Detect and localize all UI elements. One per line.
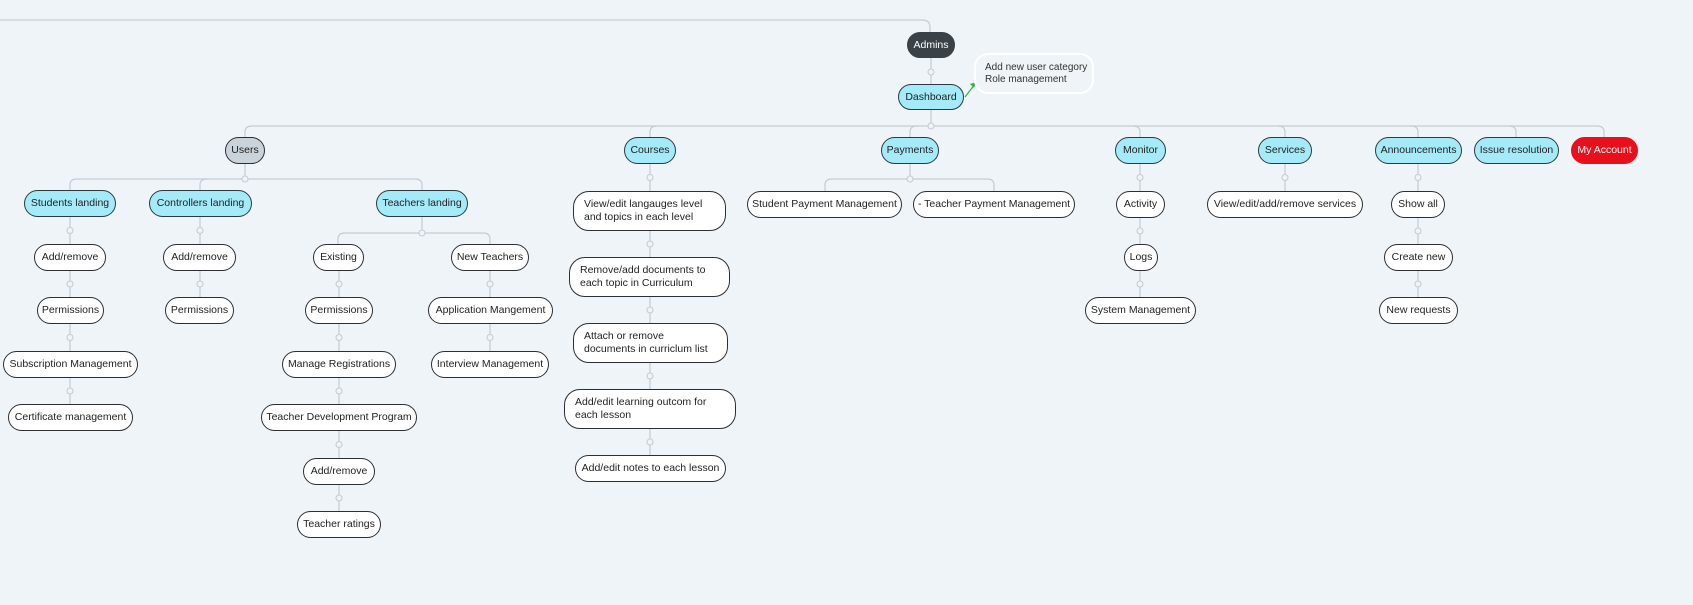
collapse-toggle[interactable] bbox=[335, 280, 343, 288]
courses-item[interactable]: Remove/add documents to each topic in Cu… bbox=[569, 257, 730, 297]
new-teachers-node[interactable]: New Teachers bbox=[451, 244, 529, 271]
existing-teachers-item[interactable]: Teacher Development Program bbox=[261, 404, 417, 431]
connector-line bbox=[69, 178, 78, 190]
announcements-item[interactable]: Create new bbox=[1384, 244, 1453, 271]
collapse-toggle[interactable] bbox=[646, 438, 654, 446]
collapse-toggle[interactable] bbox=[335, 333, 343, 342]
category-announcements[interactable]: Announcements bbox=[1375, 137, 1462, 164]
payments-item[interactable]: Student Payment Management bbox=[747, 191, 902, 218]
collapse-toggle[interactable] bbox=[1414, 173, 1422, 182]
collapse-toggle[interactable] bbox=[335, 494, 343, 502]
connector-line bbox=[909, 125, 918, 137]
students-landing-node[interactable]: Students landing bbox=[24, 190, 116, 217]
connector-line bbox=[1410, 125, 1419, 137]
new-teachers-item[interactable]: Interview Management bbox=[431, 351, 549, 378]
services-item[interactable]: View/edit/add/remove services bbox=[1207, 191, 1363, 218]
category-monitor[interactable]: Monitor bbox=[1115, 137, 1166, 164]
connector-line bbox=[337, 232, 346, 244]
courses-item[interactable]: Attach or remove documents in curriclum … bbox=[573, 323, 728, 363]
dashboard-note-line-1: Add new user category bbox=[985, 62, 1088, 73]
payments-item[interactable]: - Teacher Payment Management bbox=[913, 191, 1075, 218]
courses-item[interactable]: Add/edit learning outcom for each lesson bbox=[564, 389, 736, 429]
collapse-toggle[interactable] bbox=[241, 175, 249, 183]
collapse-toggle[interactable] bbox=[486, 333, 494, 342]
monitor-item[interactable]: Activity bbox=[1116, 191, 1165, 218]
students-item[interactable]: Add/remove bbox=[34, 244, 106, 271]
collapse-toggle[interactable] bbox=[927, 68, 935, 76]
connector-line bbox=[414, 178, 423, 190]
admins-node[interactable]: Admins bbox=[907, 32, 955, 58]
connector-line bbox=[0, 19, 931, 32]
dashboard-node[interactable]: Dashboard bbox=[898, 84, 964, 110]
connector-line bbox=[649, 125, 658, 137]
collapse-toggle[interactable] bbox=[196, 280, 204, 288]
collapse-toggle[interactable] bbox=[646, 306, 654, 314]
teachers-landing-node[interactable]: Teachers landing bbox=[376, 190, 468, 217]
monitor-item[interactable]: System Management bbox=[1085, 297, 1196, 324]
new-teachers-item[interactable]: Application Mangement bbox=[428, 297, 553, 324]
category-courses[interactable]: Courses bbox=[624, 137, 676, 164]
category-payments[interactable]: Payments bbox=[881, 137, 939, 164]
collapse-toggle[interactable] bbox=[335, 387, 343, 395]
courses-item[interactable]: View/edit langauges level and topics in … bbox=[573, 191, 726, 231]
collapse-toggle[interactable] bbox=[1136, 173, 1144, 182]
existing-teachers-item[interactable]: Add/remove bbox=[303, 458, 375, 485]
collapse-toggle[interactable] bbox=[418, 229, 426, 237]
category-issue-resolution[interactable]: Issue resolution bbox=[1474, 137, 1559, 164]
students-item[interactable]: Permissions bbox=[37, 297, 104, 324]
category-services[interactable]: Services bbox=[1258, 137, 1312, 164]
students-item[interactable]: Certificate management bbox=[8, 404, 133, 431]
category-users[interactable]: Users bbox=[225, 137, 265, 164]
collapse-toggle[interactable] bbox=[1136, 280, 1144, 288]
controllers-item[interactable]: Permissions bbox=[165, 297, 234, 324]
collapse-toggle[interactable] bbox=[927, 122, 935, 130]
collapse-toggle[interactable] bbox=[1281, 173, 1289, 182]
connector-line bbox=[1596, 125, 1605, 137]
collapse-toggle[interactable] bbox=[1136, 227, 1144, 235]
collapse-toggle[interactable] bbox=[335, 440, 343, 449]
collapse-toggle[interactable] bbox=[486, 280, 494, 288]
collapse-toggle[interactable] bbox=[66, 387, 74, 395]
dashboard-note-line-2: Role management bbox=[985, 74, 1067, 85]
connector-line bbox=[986, 178, 995, 191]
dashboard-note: Add new user category Role management bbox=[974, 53, 1094, 94]
collapse-toggle[interactable] bbox=[646, 240, 654, 248]
existing-teachers-item[interactable]: Teacher ratings bbox=[297, 511, 381, 538]
existing-teachers-node[interactable]: Existing bbox=[313, 244, 364, 271]
collapse-toggle[interactable] bbox=[196, 226, 204, 235]
connector-line bbox=[199, 178, 208, 190]
existing-teachers-item[interactable]: Permissions bbox=[305, 297, 373, 324]
collapse-toggle[interactable] bbox=[646, 173, 654, 182]
collapse-toggle[interactable] bbox=[1414, 227, 1422, 235]
monitor-item[interactable]: Logs bbox=[1124, 244, 1158, 271]
collapse-toggle[interactable] bbox=[66, 333, 74, 342]
connector-line bbox=[824, 178, 833, 191]
announcements-item[interactable]: Show all bbox=[1391, 191, 1445, 218]
existing-teachers-item[interactable]: Manage Registrations bbox=[282, 351, 396, 378]
collapse-toggle[interactable] bbox=[646, 372, 654, 380]
connector-line bbox=[482, 232, 491, 244]
connector-line bbox=[1277, 125, 1286, 137]
collapse-toggle[interactable] bbox=[906, 175, 914, 183]
connector-line bbox=[1132, 125, 1141, 137]
controllers-landing-node[interactable]: Controllers landing bbox=[149, 190, 252, 217]
collapse-toggle[interactable] bbox=[66, 280, 74, 288]
controllers-item[interactable]: Add/remove bbox=[163, 244, 236, 271]
connector-line bbox=[244, 125, 253, 137]
students-item[interactable]: Subscription Management bbox=[3, 351, 138, 378]
collapse-toggle[interactable] bbox=[66, 226, 74, 235]
courses-item[interactable]: Add/edit notes to each lesson bbox=[575, 455, 726, 482]
announcements-item[interactable]: New requests bbox=[1379, 297, 1458, 324]
collapse-toggle[interactable] bbox=[1414, 280, 1422, 288]
connector-line bbox=[1508, 125, 1517, 137]
category-my-account[interactable]: My Account bbox=[1571, 137, 1638, 164]
